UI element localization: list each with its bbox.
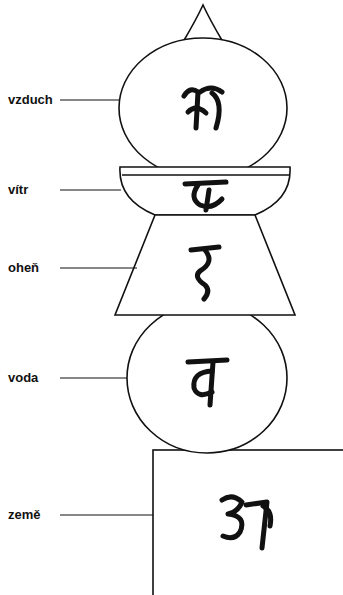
- element-label: země: [8, 507, 41, 523]
- element-label: vítr: [8, 182, 28, 198]
- ha-glyph: [185, 182, 226, 210]
- earth-cube: [153, 450, 343, 595]
- jewel-tip: [183, 5, 223, 42]
- leader-lines: [60, 100, 153, 515]
- a-glyph: [222, 497, 271, 548]
- fire-pyramid: [115, 215, 295, 315]
- leader-line: [60, 189, 121, 190]
- kha-glyph: [184, 88, 222, 128]
- water-sphere: [127, 303, 287, 453]
- element-label: vzduch: [8, 92, 53, 108]
- wind-bowl: [120, 167, 290, 215]
- ra-glyph: [191, 247, 219, 299]
- leader-line: [60, 377, 127, 378]
- bowl-rim: [122, 174, 289, 176]
- element-label: oheň: [8, 260, 39, 276]
- leader-line: [60, 267, 137, 268]
- va-glyph: [188, 360, 227, 405]
- leader-line: [60, 99, 119, 100]
- air-jewel: [119, 38, 287, 178]
- element-label: voda: [8, 370, 38, 386]
- leader-line: [60, 514, 153, 515]
